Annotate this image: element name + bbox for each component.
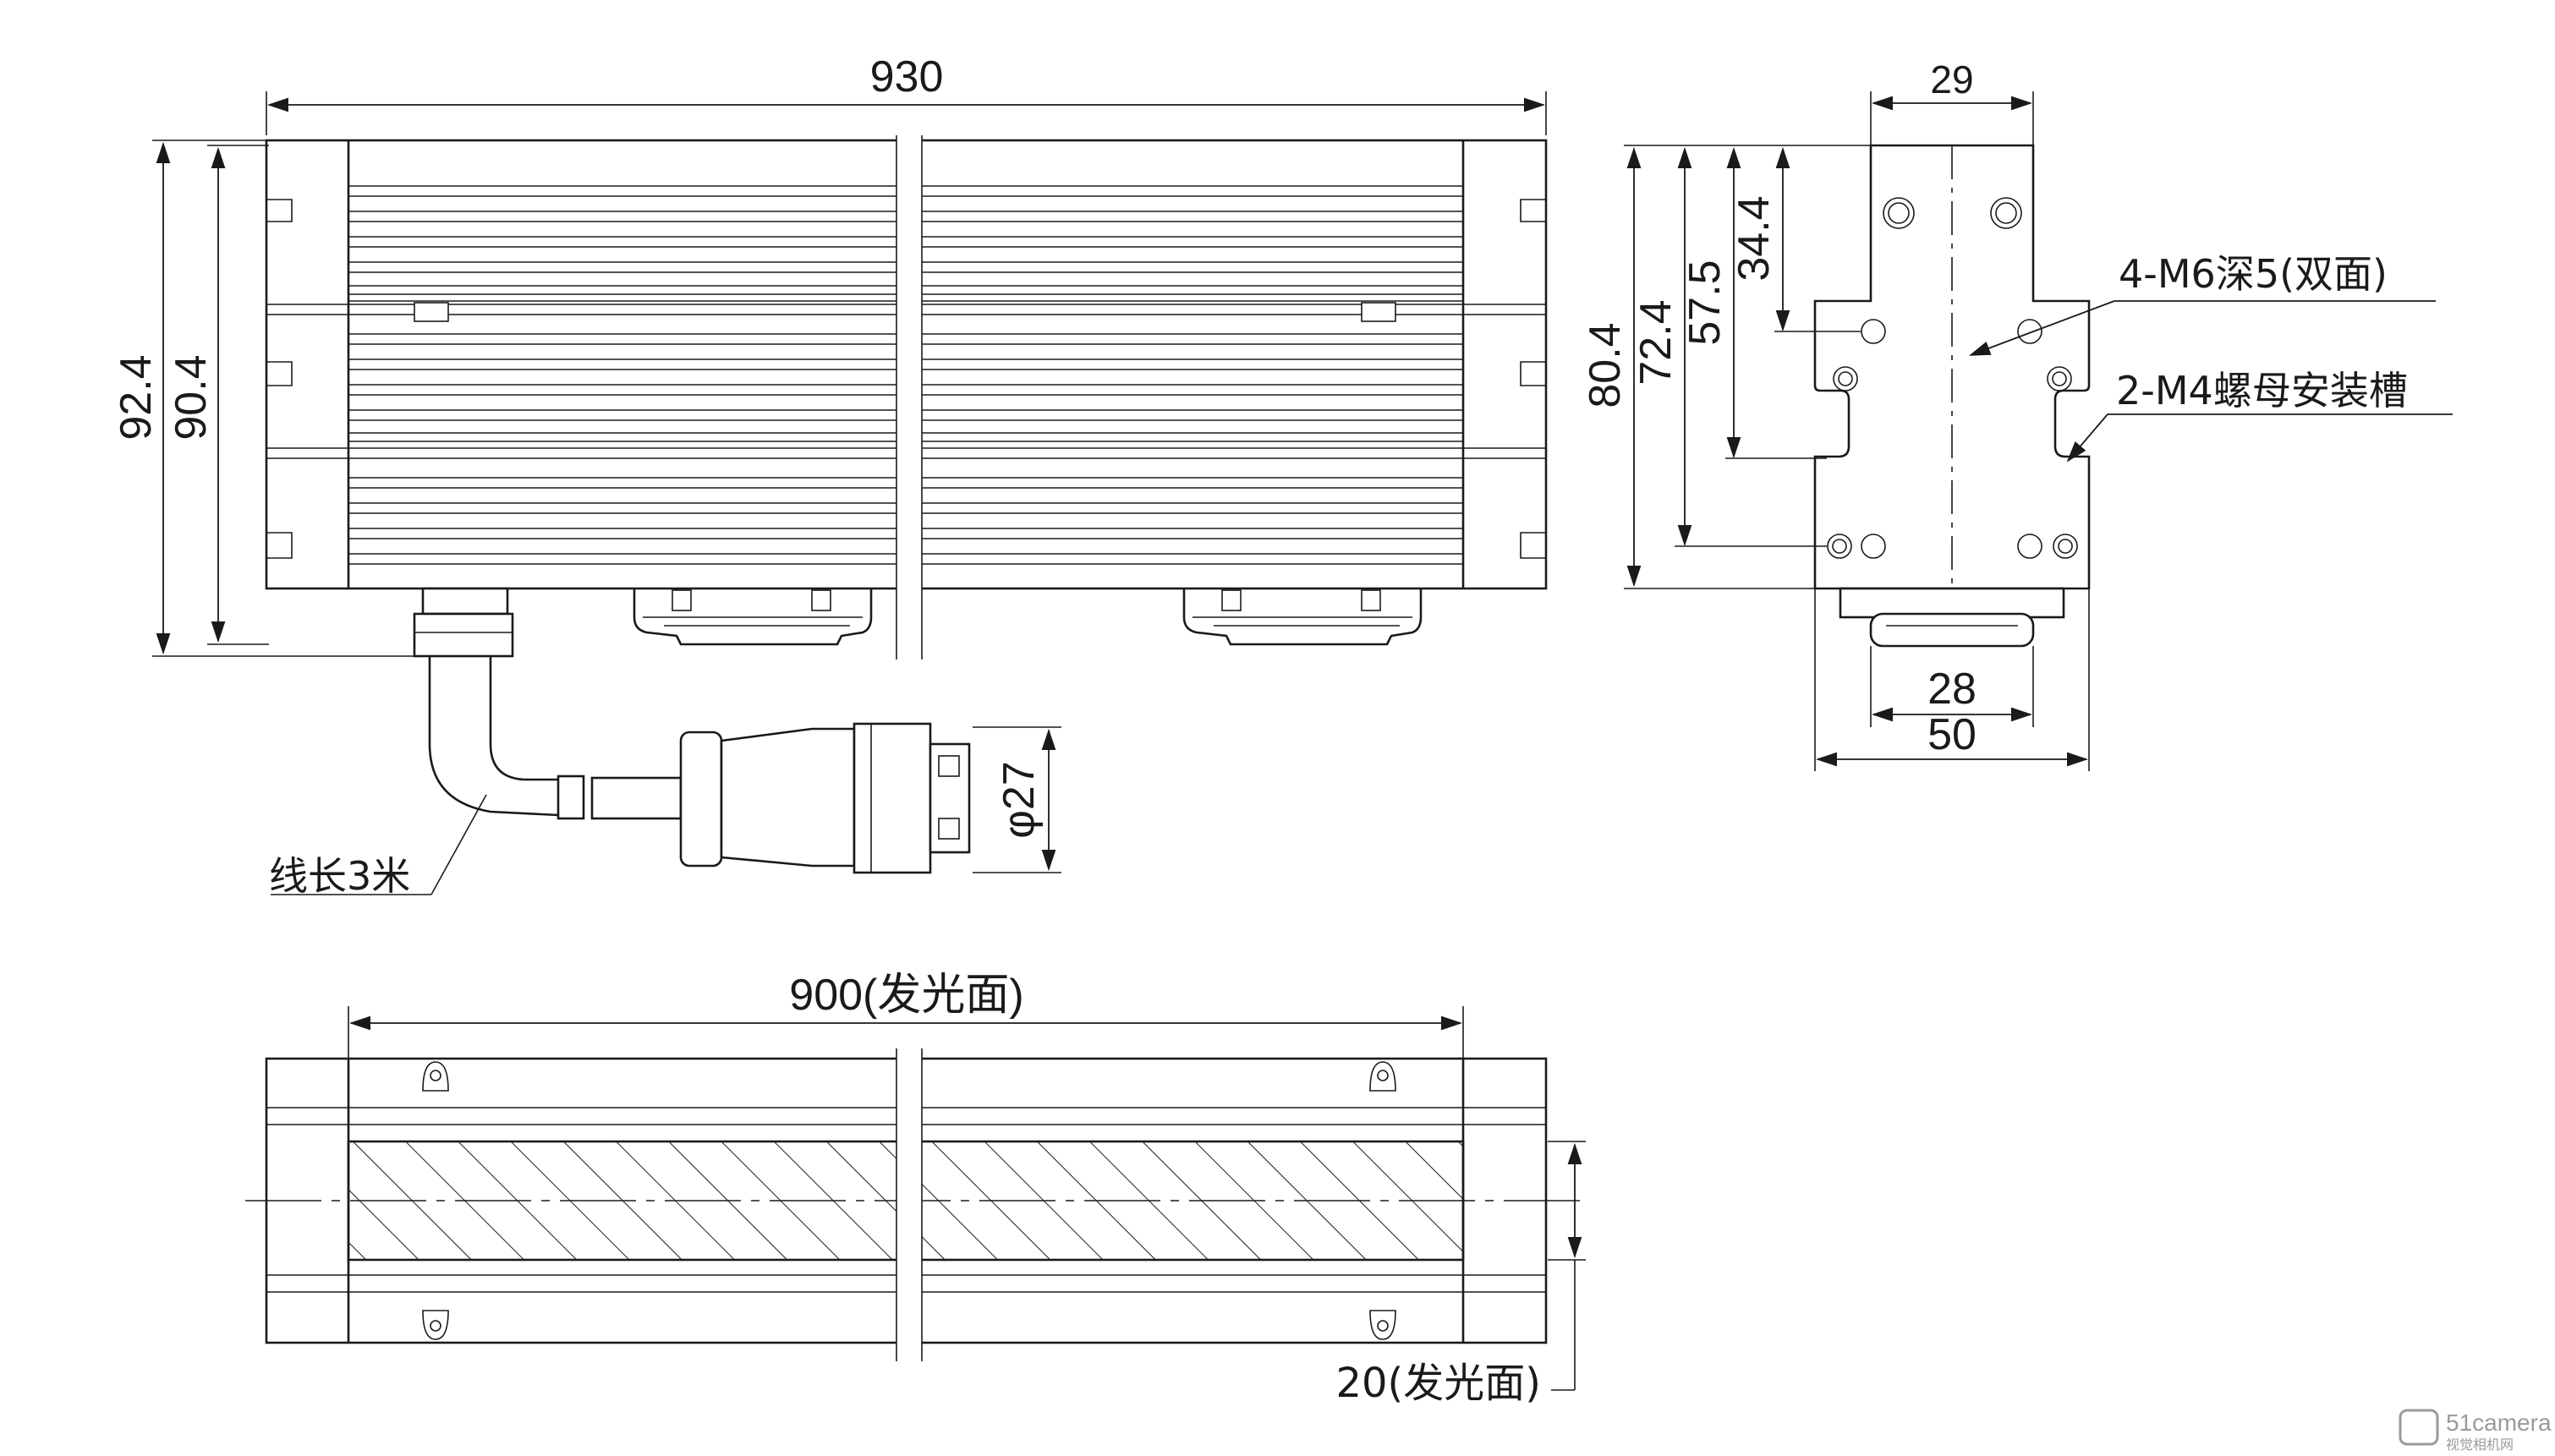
cable-gland <box>413 587 559 817</box>
height-72-4-label: 72.4 <box>1631 299 1680 385</box>
height-dimension-34-4: 34.4 <box>1730 146 1861 332</box>
cable <box>557 775 683 820</box>
height-dimension-57-5: 57.5 <box>1680 146 1827 459</box>
top-width-dimension: 29 <box>1870 57 2034 145</box>
bottom-outer-dimension: 50 <box>1814 588 2090 771</box>
height-dimension-80-4: 80.4 <box>1581 145 1871 589</box>
width-dimension-label: 930 <box>870 52 944 101</box>
bottom-slot-holes <box>422 1061 1396 1340</box>
emitting-length-dimension: 900(发光面) <box>348 971 1464 1065</box>
cable-diameter-label: φ27 <box>995 761 1044 839</box>
thread-note: 4-M6深5(双面) <box>1969 251 2436 356</box>
emitting-width-label: 20(发光面) <box>1335 1360 1541 1407</box>
bracket-right <box>1182 588 1423 646</box>
height-dimension-90-4: 90.4 <box>167 145 269 645</box>
height-dimension-72-4: 72.4 <box>1631 146 1827 547</box>
thread-note-label: 4-M6深5(双面) <box>2119 251 2388 297</box>
height-57-5-label: 57.5 <box>1680 260 1730 345</box>
end-cap-slots <box>266 199 1546 559</box>
side-view: 29 80.4 72.4 57.5 34.4 <box>1581 57 2453 771</box>
emitting-width-dimension: 20(发光面) <box>1335 1141 1586 1407</box>
height-34-4-label: 34.4 <box>1730 195 1779 281</box>
top-width-label: 29 <box>1930 57 1973 101</box>
watermark-logo-icon <box>2399 1409 2439 1446</box>
bottom-view: 900(发光面) 20(发光面) <box>245 971 1590 1407</box>
bottom-outer-label: 50 <box>1927 710 1977 759</box>
bottom-inner-dimension: 28 <box>1870 646 2034 727</box>
height-80-4-label: 80.4 <box>1581 322 1630 408</box>
height-inner-label: 90.4 <box>167 354 216 440</box>
cable-diameter-dimension: φ27 <box>973 726 1061 873</box>
front-view: 930 92.4 90.4 <box>112 52 1548 1361</box>
width-dimension-930: 930 <box>266 52 1547 135</box>
bottom-break-gap <box>896 1048 922 1353</box>
bracket-left <box>633 588 873 646</box>
watermark-brand: 51camera <box>2446 1409 2552 1436</box>
emitting-length-label: 900(发光面) <box>789 971 1023 1020</box>
watermark: 51camera 视觉相机网 <box>2399 1409 2552 1453</box>
bottom-inner-label: 28 <box>1927 665 1977 714</box>
watermark-sub: 视觉相机网 <box>2446 1437 2514 1453</box>
slot-note-label: 2-M4螺母安装槽 <box>2116 368 2408 413</box>
height-dimension-92-4: 92.4 <box>112 140 440 657</box>
height-outer-label: 92.4 <box>112 354 161 440</box>
slot-note: 2-M4螺母安装槽 <box>2066 368 2453 463</box>
connector <box>679 722 971 874</box>
cable-length-leader: 线长3米 <box>269 794 487 899</box>
cable-length-label: 线长3米 <box>269 853 410 899</box>
side-foot <box>1839 587 2065 648</box>
mounting-holes <box>1827 197 2078 559</box>
